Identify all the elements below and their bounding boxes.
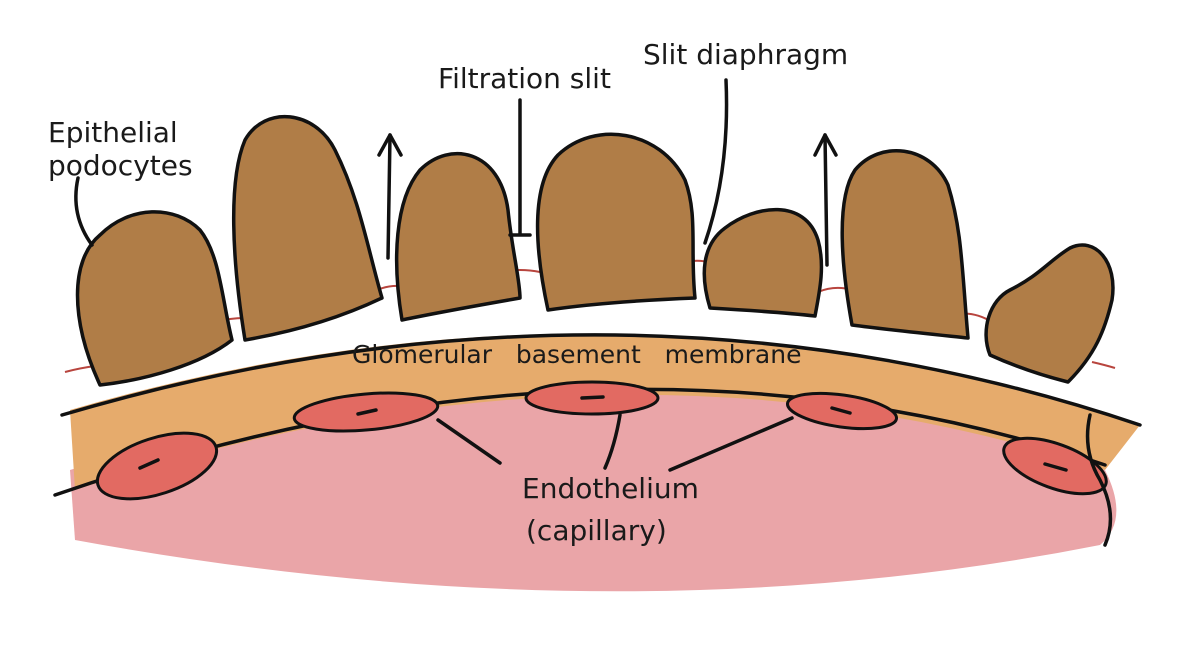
label-epithelial: Epithelial <box>48 116 178 149</box>
endothelial-cell <box>524 380 660 416</box>
endothelial-cell <box>785 391 899 431</box>
filtration-slit-marker <box>508 98 532 237</box>
gbm-outer-edge <box>60 333 1142 427</box>
endothelial-cell <box>95 431 219 501</box>
arrow-up-icon <box>813 133 838 267</box>
podocyte <box>75 210 234 387</box>
leader-lines <box>74 78 794 472</box>
label-filtration-slit: Filtration slit <box>438 62 611 95</box>
capillary-lumen <box>70 385 1117 592</box>
podocyte <box>702 207 824 318</box>
podocyte <box>984 243 1115 384</box>
label-slit-diaphragm: Slit diaphragm <box>643 38 848 71</box>
arrow-up-icon <box>377 133 403 260</box>
label-capillary: (capillary) <box>526 514 667 547</box>
endothelium-leader <box>668 416 794 472</box>
endothelial-cell <box>292 391 440 433</box>
label-podocytes: podocytes <box>48 149 193 182</box>
podocyte <box>840 148 970 340</box>
endothelial-cells <box>95 380 1108 501</box>
label-glomerular-basement-membrane: Glomerular basement membrane <box>352 340 801 369</box>
podocytes <box>75 114 1115 387</box>
slit-diaphragm-leader <box>703 78 729 245</box>
label-endothelium: Endothelium <box>522 472 699 505</box>
podocyte <box>394 151 522 322</box>
podocyte <box>231 114 384 342</box>
glomerular-basement-membrane <box>70 333 1140 490</box>
endothelium-leader <box>603 413 622 470</box>
endothelial-cell <box>1002 436 1108 496</box>
capillary-wall-outline <box>1085 413 1113 547</box>
endothelium-leader <box>436 418 502 465</box>
filtration-arrows <box>377 133 838 267</box>
podocyte <box>535 132 697 312</box>
podocytes-leader <box>74 176 94 247</box>
